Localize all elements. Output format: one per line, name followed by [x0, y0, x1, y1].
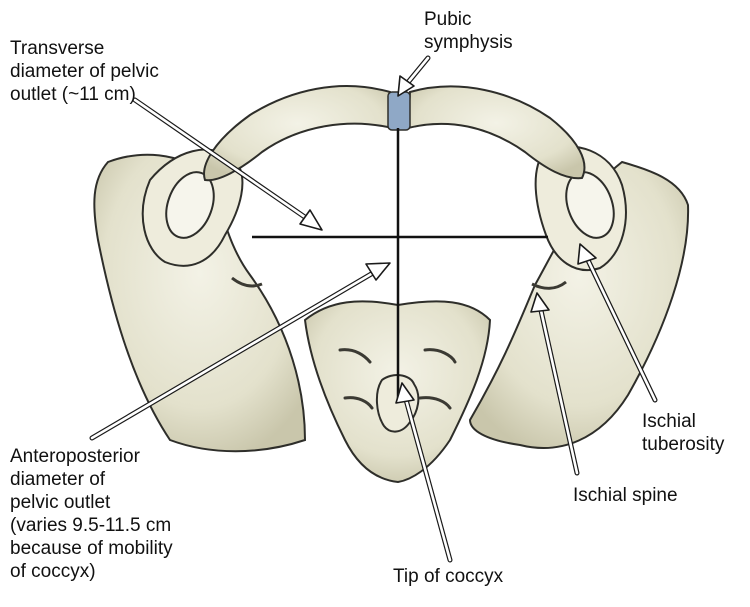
label-pubic-symphysis: Pubic symphysis [424, 8, 513, 54]
label-anteroposterior-diameter: Anteroposterior diameter of pelvic outle… [10, 445, 173, 583]
right-pubic-ramus [408, 86, 584, 178]
label-tip-of-coccyx: Tip of coccyx [393, 565, 503, 588]
label-ischial-spine: Ischial spine [573, 484, 678, 507]
label-transverse-diameter: Transverse diameter of pelvic outlet (~1… [10, 37, 159, 106]
pubic-symphysis-cartilage [388, 92, 410, 130]
label-ischial-tuberosity: Ischial tuberosity [642, 410, 724, 456]
